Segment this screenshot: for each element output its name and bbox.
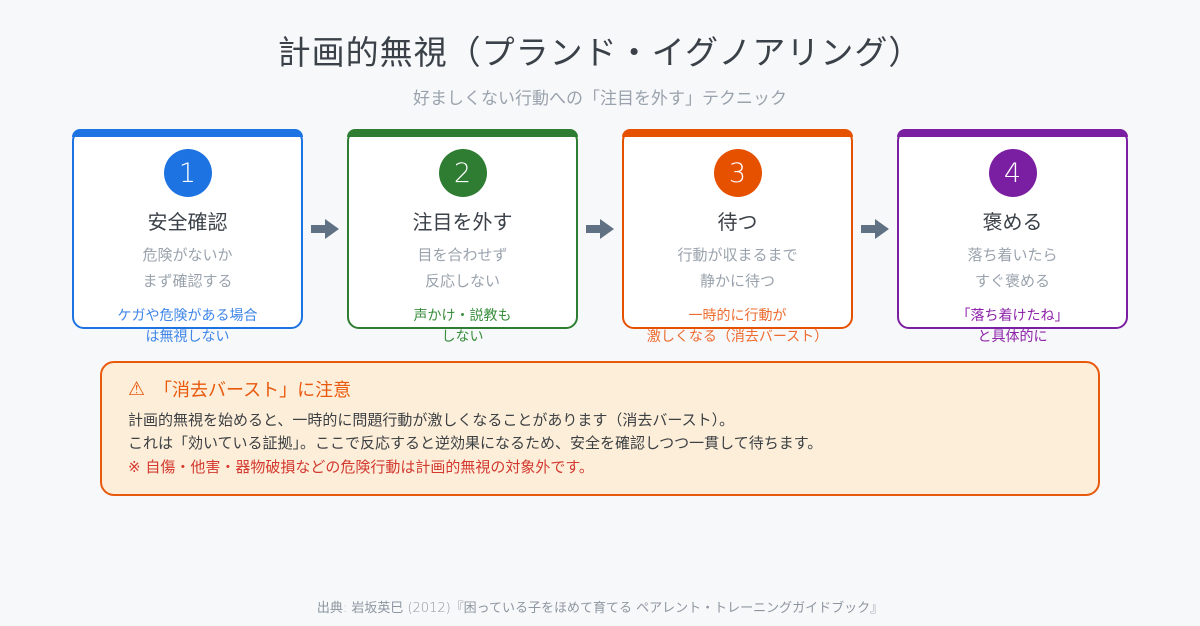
step-3-note: 一時的に行動が 激しくなる（消去バースト） <box>624 306 851 348</box>
step-2-number-badge: 2 <box>438 149 487 197</box>
step-card-3: 3 待つ 行動が収まるまで 静かに待つ 一時的に行動が 激しくなる（消去バースト… <box>622 129 853 345</box>
step-3-note-line1: 一時的に行動が <box>688 307 787 324</box>
step-2-desc-line2: 反応しない <box>424 272 500 291</box>
step-1-description: 危険がないか まず確認する <box>74 242 301 295</box>
step-2-title: 注目を外す <box>412 210 513 234</box>
warning-line-1: 計画的無視を始めると、一時的に問題行動が激しくなることがあります（消去バースト）… <box>128 411 735 429</box>
step-4-desc-line2: すぐ褒める <box>974 272 1050 291</box>
right-arrow-icon <box>861 219 889 239</box>
step-card-2: 2 注目を外す 目を合わせず 反応しない 声かけ・説教も しない <box>347 129 578 345</box>
step-3-title: 待つ <box>717 210 758 234</box>
step-2-description: 目を合わせず 反応しない <box>349 242 576 295</box>
step-3-number-badge: 3 <box>713 149 762 197</box>
arrow-cell-2 <box>578 129 622 329</box>
step-1-accent-bar <box>72 129 303 137</box>
step-4-description: 落ち着いたら すぐ褒める <box>899 242 1126 295</box>
step-1-title: 安全確認 <box>147 210 228 234</box>
step-1-desc-line1: 危険がないか <box>142 246 233 264</box>
step-card-4: 4 褒める 落ち着いたら すぐ褒める 「落ち着けたね」 と具体的に <box>897 129 1128 345</box>
warning-line-danger: ※ 自傷・他害・器物破損などの危険行動は計画的無視の対象外です。 <box>128 457 594 476</box>
step-3-desc-line1: 行動が収まるまで <box>677 246 798 264</box>
step-2-desc-line1: 目を合わせず <box>417 246 508 264</box>
step-2-accent-bar <box>347 129 578 137</box>
step-2-note: 声かけ・説教も しない <box>349 306 576 348</box>
right-arrow-icon <box>311 219 339 239</box>
arrow-cell-3 <box>853 129 897 329</box>
arrow-cell-1 <box>303 129 347 329</box>
step-4-number-badge: 4 <box>988 149 1037 197</box>
step-3-note-line2: 激しくなる（消去バースト） <box>646 328 829 345</box>
step-4-accent-bar <box>897 129 1128 137</box>
step-4-note: 「落ち着けたね」 と具体的に <box>899 306 1126 348</box>
step-2-note-line2: しない <box>441 328 484 345</box>
step-2-note-line1: 声かけ・説教も <box>413 307 512 324</box>
steps-row: 1 安全確認 危険がないか まず確認する ケガや危険がある場合 は無視しない 2… <box>0 129 1200 345</box>
warning-triangle-icon: ⚠ <box>128 378 146 400</box>
page-title: 計画的無視（プランド・イグノアリング） <box>277 33 923 72</box>
step-4-title: 褒める <box>982 210 1043 234</box>
step-3-description: 行動が収まるまで 静かに待つ <box>624 242 851 295</box>
step-4-note-line1: 「落ち着けたね」 <box>956 307 1069 324</box>
step-4-note-line2: と具体的に <box>977 328 1048 345</box>
step-1-note-line2: は無視しない <box>145 328 230 345</box>
step-4-desc-line1: 落ち着いたら <box>967 246 1058 264</box>
warning-title-row: ⚠ 「消去バースト」に注意 <box>128 376 1072 402</box>
step-1-number-badge: 1 <box>163 149 212 197</box>
step-1-desc-line2: まず確認する <box>142 272 233 291</box>
step-1-note-line1: ケガや危険がある場合 <box>117 307 258 324</box>
page-subtitle: 好ましくない行動への「注目を外す」テクニック <box>413 89 787 109</box>
step-3-accent-bar <box>622 129 853 137</box>
warning-box: ⚠ 「消去バースト」に注意 計画的無視を始めると、一時的に問題行動が激しくなるこ… <box>100 361 1100 496</box>
right-arrow-icon <box>586 219 614 239</box>
warning-line-2: これは「効いている証拠」。ここで反応すると逆効果になるため、安全を確認しつつ一貫… <box>128 434 823 453</box>
step-1-note: ケガや危険がある場合 は無視しない <box>74 306 301 348</box>
warning-title-text: 「消去バースト」に注意 <box>154 380 352 401</box>
step-card-1: 1 安全確認 危険がないか まず確認する ケガや危険がある場合 は無視しない <box>72 129 303 345</box>
step-3-desc-line2: 静かに待つ <box>699 272 775 291</box>
